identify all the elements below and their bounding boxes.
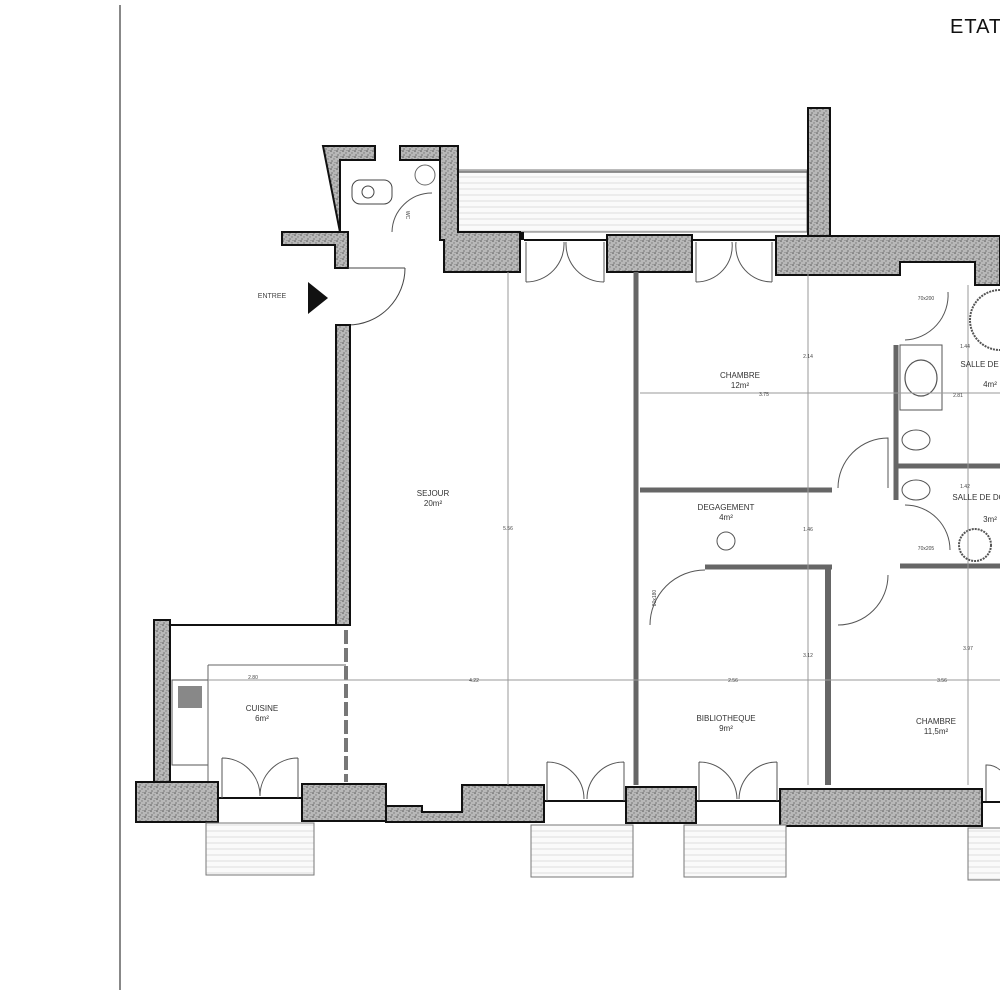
- svg-text:12m²: 12m²: [731, 381, 750, 390]
- svg-text:5.56: 5.56: [503, 526, 513, 532]
- wall-left-sejour: [335, 324, 351, 626]
- door-swing-wc: [391, 192, 433, 233]
- svg-text:80x180: 80x180: [652, 590, 658, 607]
- svg-text:CHAMBRE: CHAMBRE: [916, 717, 956, 726]
- room-salle-de-bain: SALLE DE BAIN 4m²: [960, 360, 1000, 389]
- entry-door[interactable]: [347, 267, 406, 326]
- balcony-4: [967, 827, 1000, 881]
- partitions: [633, 272, 1000, 785]
- bottom-walls: [135, 781, 1000, 827]
- balcony-3: [683, 824, 787, 878]
- svg-text:2.80: 2.80: [248, 675, 258, 681]
- svg-text:3.56: 3.56: [937, 678, 947, 684]
- door-chambre2[interactable]: [837, 574, 889, 626]
- entry-arrow-icon: [308, 282, 328, 314]
- room-chambre-2: CHAMBRE 11,5m²: [916, 717, 956, 736]
- french-door-top-2[interactable]: [695, 241, 773, 283]
- svg-text:1.46: 1.46: [803, 527, 813, 533]
- svg-text:1.42: 1.42: [960, 484, 970, 490]
- room-sejour: SEJOUR 20m²: [417, 489, 450, 508]
- top-walls: [520, 107, 1000, 286]
- french-door-bottom-biblio[interactable]: [698, 761, 778, 801]
- svg-text:3.75: 3.75: [759, 392, 769, 398]
- svg-text:6m²: 6m²: [255, 714, 269, 723]
- svg-text:2.14: 2.14: [803, 354, 813, 360]
- svg-text:CHAMBRE: CHAMBRE: [720, 371, 760, 380]
- svg-text:SALLE DE BAIN: SALLE DE BAIN: [960, 360, 1000, 369]
- bidet-icon: [901, 429, 931, 451]
- svg-text:DEGAGEMENT: DEGAGEMENT: [698, 503, 755, 512]
- shower-icon: [958, 528, 992, 562]
- sink-icon: [414, 164, 436, 186]
- wc-walls: [281, 145, 521, 273]
- svg-text:3.97: 3.97: [963, 646, 973, 652]
- svg-text:70x200: 70x200: [918, 296, 935, 302]
- stove-icon: [178, 686, 202, 708]
- dimension-labels: 5.56 4.22 2.80 2.14 3.75 1.46 3.12 2.56 …: [248, 296, 973, 684]
- room-chambre-1: CHAMBRE 12m²: [720, 371, 760, 390]
- svg-text:SALLE DE DOUCHE: SALLE DE DOUCHE: [952, 493, 1000, 502]
- entry-label: ENTREE: [258, 293, 287, 300]
- svg-text:1.44: 1.44: [960, 344, 970, 350]
- french-door-bottom-chambre[interactable]: [985, 764, 1000, 801]
- svg-text:9m²: 9m²: [719, 724, 733, 733]
- terrace-top: [456, 169, 808, 233]
- door-sdb[interactable]: [904, 291, 949, 341]
- dimension-lines: [208, 272, 1000, 785]
- room-cuisine: CUISINE 6m²: [246, 704, 278, 723]
- french-door-bottom-cuisine[interactable]: [221, 757, 299, 798]
- svg-text:2.81: 2.81: [953, 393, 963, 399]
- svg-text:4.22: 4.22: [469, 678, 479, 684]
- svg-text:2.56: 2.56: [728, 678, 738, 684]
- svg-text:WC: WC: [404, 211, 410, 220]
- svg-text:CUISINE: CUISINE: [246, 704, 278, 713]
- room-degagement: DEGAGEMENT 4m²: [698, 503, 755, 551]
- balcony-2: [530, 824, 634, 878]
- toilet-icon-sdd: [901, 479, 931, 501]
- room-salle-de-douche: SALLE DE DOUCHE 3m²: [952, 493, 1000, 524]
- room-bibliotheque: BIBLIOTHEQUE 9m²: [696, 714, 755, 733]
- page-title: ETAT: [950, 16, 1000, 38]
- balcony-1: [205, 822, 315, 876]
- svg-text:11,5m²: 11,5m²: [924, 727, 949, 736]
- washbasin-icon: [904, 359, 938, 397]
- svg-text:SEJOUR: SEJOUR: [417, 489, 450, 498]
- svg-text:70x205: 70x205: [918, 546, 935, 552]
- wall-left-cuisine: [153, 619, 171, 786]
- french-door-top-1[interactable]: [525, 241, 605, 283]
- door-sdd[interactable]: [904, 504, 951, 551]
- access-symbol-icon: [716, 531, 736, 551]
- french-door-bottom-sejour[interactable]: [546, 761, 625, 801]
- door-degagement[interactable]: [837, 437, 889, 489]
- svg-text:3.12: 3.12: [803, 653, 813, 659]
- svg-text:3m²: 3m²: [983, 515, 997, 524]
- bathtub-icon: [969, 289, 1000, 351]
- svg-text:4m²: 4m²: [719, 513, 733, 522]
- door-biblio[interactable]: [649, 569, 706, 626]
- svg-text:BIBLIOTHEQUE: BIBLIOTHEQUE: [696, 714, 755, 723]
- svg-text:20m²: 20m²: [424, 499, 443, 508]
- toilet-icon: [351, 179, 393, 205]
- svg-text:4m²: 4m²: [983, 380, 997, 389]
